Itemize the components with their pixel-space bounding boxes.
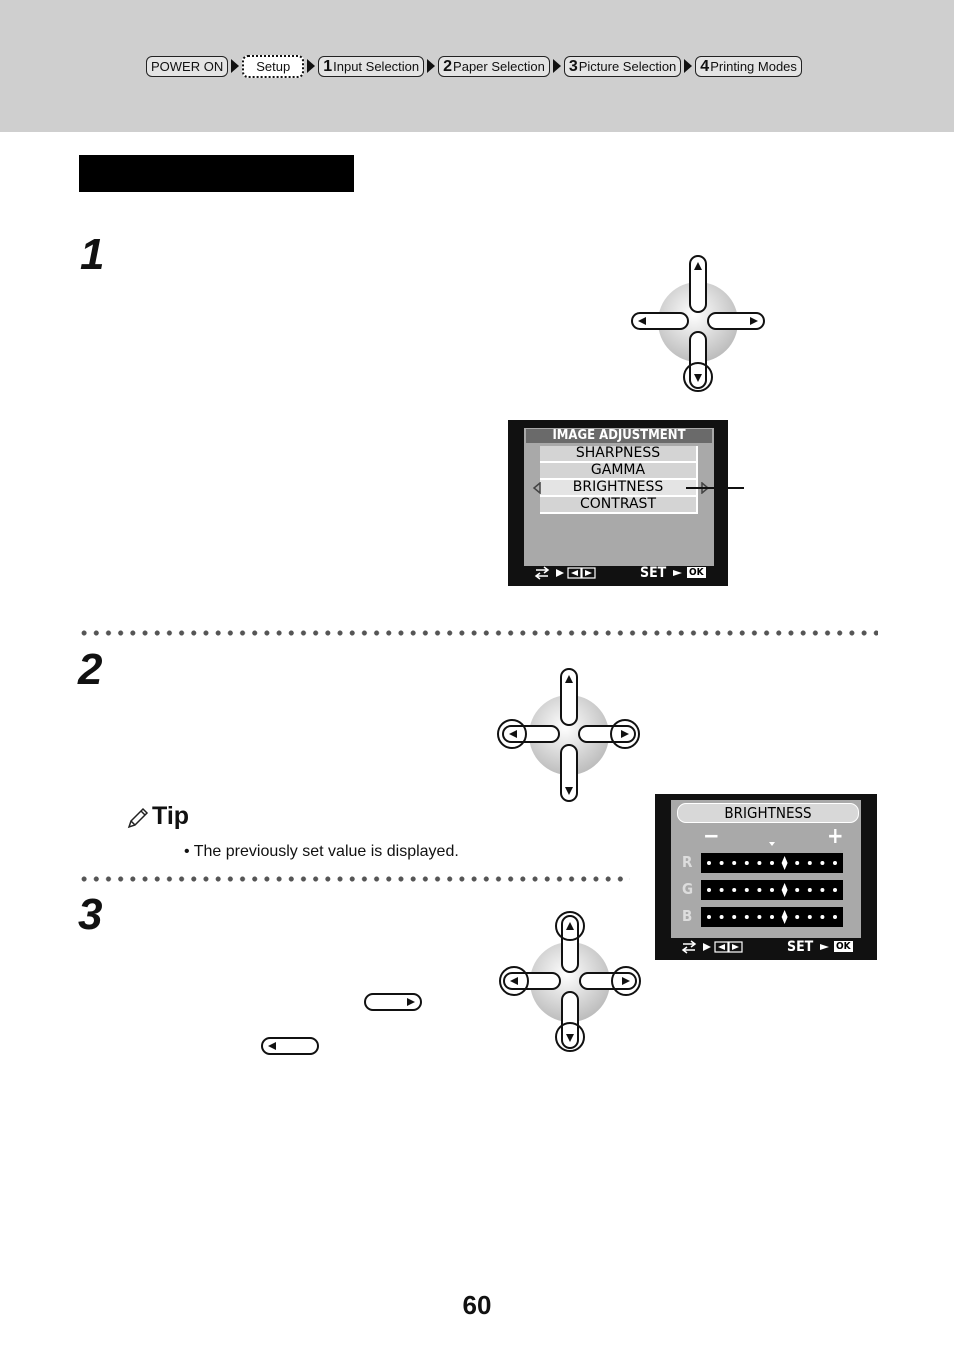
step-number-2: 2 bbox=[78, 645, 103, 694]
menu-item-contrast: CONTRAST bbox=[540, 497, 698, 514]
separator-dots bbox=[78, 630, 878, 636]
menu-item-gamma: GAMMA bbox=[540, 463, 698, 480]
breadcrumb-arrow-icon bbox=[684, 59, 693, 73]
ok-button-icon: OK bbox=[687, 567, 706, 578]
channel-r-label: R bbox=[682, 853, 693, 871]
slider-dot bbox=[820, 861, 825, 865]
slider-dot bbox=[807, 861, 812, 865]
slider-marker bbox=[781, 856, 788, 870]
slider-dot bbox=[833, 888, 837, 892]
page-number: 60 bbox=[462, 1290, 492, 1320]
rgb-slider-bars bbox=[701, 853, 843, 927]
dpad-all-directions-icon bbox=[499, 911, 641, 1052]
left-arrow-icon bbox=[532, 482, 541, 494]
slider-dot bbox=[719, 915, 724, 919]
slider-marker bbox=[781, 910, 788, 924]
slider-dot bbox=[707, 915, 711, 919]
minus-icon: − bbox=[703, 824, 720, 849]
slider-dot bbox=[744, 888, 749, 892]
breadcrumb-arrow-icon bbox=[552, 59, 561, 73]
brightness-screen: BRIGHTNESS − + R G B SET OK bbox=[655, 794, 877, 960]
footer-set-label: SET bbox=[640, 565, 667, 581]
slider-dot bbox=[732, 861, 737, 865]
slider-dot bbox=[744, 915, 749, 919]
tip-heading: Tip bbox=[152, 802, 190, 830]
screen-title: BRIGHTNESS bbox=[677, 803, 859, 823]
channel-b-label: B bbox=[682, 907, 693, 925]
breadcrumb-arrow-icon bbox=[427, 59, 436, 73]
slider-dot bbox=[744, 861, 749, 865]
separator-dots bbox=[78, 876, 630, 882]
slider-dot bbox=[770, 915, 774, 919]
dpad-left-right-icon bbox=[497, 668, 640, 802]
callout-line bbox=[686, 487, 744, 489]
slider-dot bbox=[820, 888, 825, 892]
marker-down-icon bbox=[769, 842, 775, 846]
pencil-icon bbox=[127, 807, 149, 829]
slider-dot bbox=[795, 915, 800, 919]
slider-dot bbox=[719, 861, 724, 865]
slider-dot bbox=[770, 861, 774, 865]
crumb-power-on: POWER ON bbox=[146, 55, 229, 77]
left-button-icon bbox=[261, 1037, 319, 1055]
slider-dot bbox=[732, 915, 737, 919]
step-number-1: 1 bbox=[80, 230, 105, 279]
slider-dot bbox=[795, 888, 800, 892]
slider-dot bbox=[707, 861, 711, 865]
tip-bullet-text: • The previously set value is displayed. bbox=[184, 843, 459, 860]
slider-dot bbox=[807, 888, 812, 892]
slider-dot bbox=[820, 915, 825, 919]
slider-dot bbox=[833, 861, 837, 865]
slider-dot bbox=[732, 888, 737, 892]
return-left-right-icon bbox=[534, 566, 596, 580]
dpad-down-icon bbox=[631, 255, 765, 392]
image-adjustment-screen: IMAGE ADJUSTMENT SHARPNESS GAMMA BRIGHTN… bbox=[508, 420, 728, 586]
arrow-icon bbox=[820, 944, 829, 950]
slider-dot bbox=[833, 915, 837, 919]
slider-dot bbox=[757, 861, 762, 865]
crumb-setup: Setup bbox=[242, 54, 305, 78]
breadcrumb-arrow-icon bbox=[231, 59, 240, 73]
menu-item-sharpness: SHARPNESS bbox=[540, 446, 698, 463]
right-button-icon bbox=[364, 993, 422, 1011]
breadcrumb-arrow-icon bbox=[307, 59, 316, 73]
screen-title: IMAGE ADJUSTMENT bbox=[526, 429, 712, 443]
slider-dot bbox=[770, 888, 774, 892]
channel-g-label: G bbox=[682, 880, 694, 898]
ok-button-icon: OK bbox=[834, 941, 853, 952]
slider-dot bbox=[757, 888, 762, 892]
arrow-icon bbox=[673, 570, 682, 576]
slider-dot bbox=[719, 888, 724, 892]
slider-marker bbox=[781, 883, 788, 897]
slider-dot bbox=[795, 861, 800, 865]
slider-dot bbox=[707, 888, 711, 892]
section-title-bar bbox=[79, 155, 354, 192]
menu-item-brightness: BRIGHTNESS bbox=[540, 480, 698, 497]
slider-dot bbox=[807, 915, 812, 919]
plus-icon: + bbox=[827, 824, 844, 849]
return-left-right-icon bbox=[681, 940, 743, 954]
footer-set-label: SET bbox=[787, 939, 814, 955]
step-number-3: 3 bbox=[78, 890, 103, 939]
slider-dot bbox=[757, 915, 762, 919]
